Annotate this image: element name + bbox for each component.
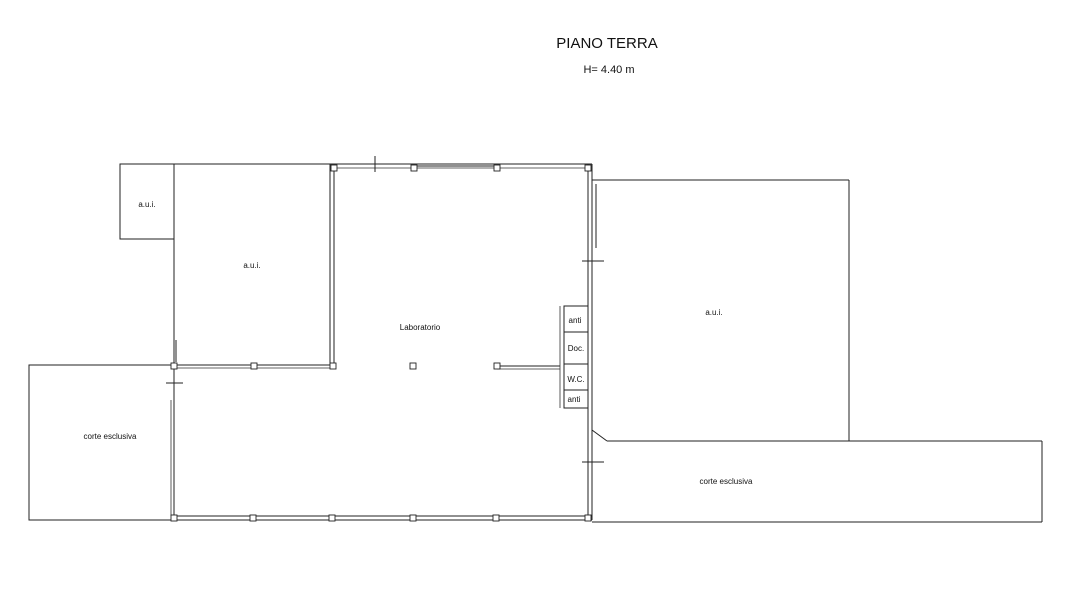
pillar <box>410 164 418 172</box>
pillar <box>584 514 592 522</box>
laboratorio-walls <box>170 163 593 521</box>
label-corte-left: corte esclusiva <box>84 432 137 441</box>
pillars <box>170 164 592 522</box>
pillar <box>250 362 258 370</box>
label-laboratorio: Laboratorio <box>400 323 441 332</box>
pillar <box>329 362 337 370</box>
room-aui-left-outline <box>173 163 335 365</box>
height-note: H= 4.40 m <box>583 64 634 76</box>
pillar <box>493 164 501 172</box>
plan-title: PIANO TERRA <box>556 35 657 52</box>
pillar <box>170 362 178 370</box>
label-aui-right: a.u.i. <box>705 308 722 317</box>
label-doc: Doc. <box>568 344 584 353</box>
pillar <box>584 164 592 172</box>
label-aui-left: a.u.i. <box>243 261 260 270</box>
label-corte-right: corte esclusiva <box>700 477 753 486</box>
pillar <box>330 164 338 172</box>
label-anti-bottom: anti <box>568 395 581 404</box>
label-wc: W.C. <box>567 375 584 384</box>
room-aui-right-outline <box>592 179 850 442</box>
pillar <box>170 514 178 522</box>
door-marks <box>166 156 626 463</box>
room-corte-left-outline <box>28 364 175 521</box>
label-anti-top: anti <box>569 316 582 325</box>
service-block <box>559 305 589 409</box>
pillar <box>409 514 417 522</box>
pillar <box>328 514 336 522</box>
room-corte-right-outline <box>592 440 1043 523</box>
pillar <box>493 362 501 370</box>
label-aui-small: a.u.i. <box>138 200 155 209</box>
pillar <box>409 362 417 370</box>
pillar <box>249 514 257 522</box>
pillar <box>492 514 500 522</box>
